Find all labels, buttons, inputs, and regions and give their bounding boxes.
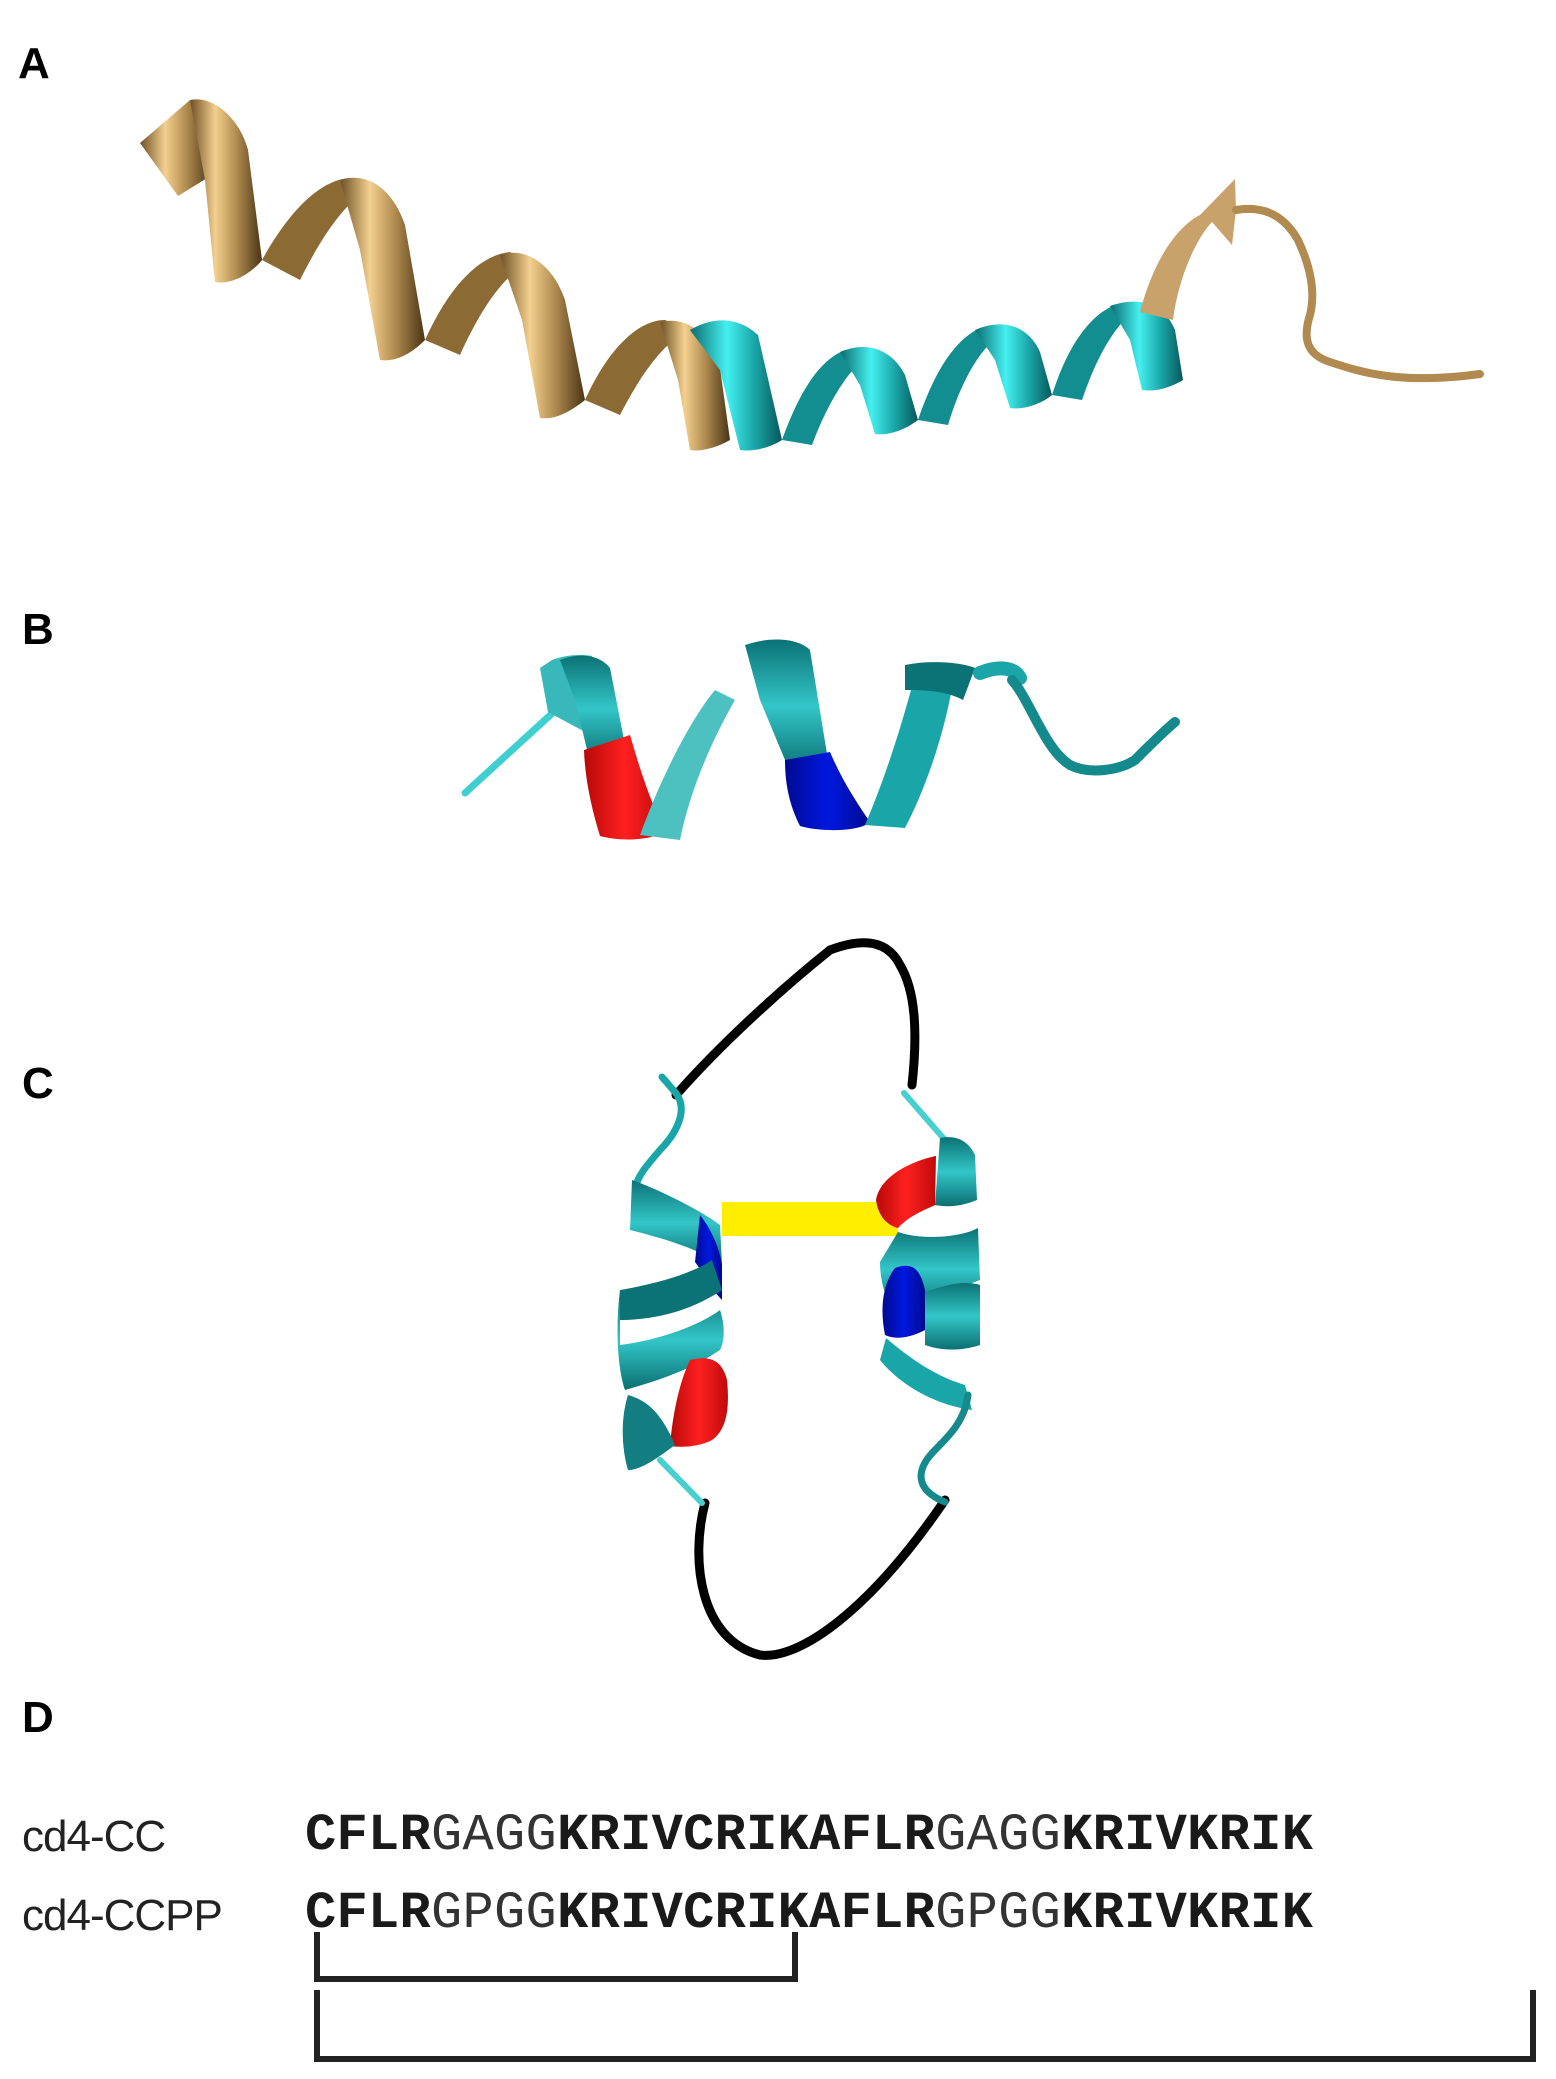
tan-helix-segment xyxy=(190,99,730,451)
panel-label-d: D xyxy=(22,1693,54,1742)
structure-artwork xyxy=(140,99,1484,1660)
disulfide-bar xyxy=(722,1202,898,1236)
seq-segment: GAGG xyxy=(431,1806,558,1865)
sequence-cd4-ccpp: CFLRGPGGKRIVCRIKAFLRGPGGKRIVKRIK xyxy=(305,1888,1313,1940)
seq-segment: KRIVKRIK xyxy=(1061,1884,1314,1943)
seq-segment: KRIVCRIKAFLR xyxy=(557,1806,936,1865)
panel-c-structure xyxy=(617,938,980,1660)
panel-label-c: C xyxy=(22,1059,54,1108)
seq-segment: GAGG xyxy=(935,1806,1062,1865)
sequence-name-cd4-ccpp: cd4-CCPP xyxy=(22,1891,223,1940)
top-loop xyxy=(671,938,920,1100)
tan-helix-start xyxy=(140,100,212,196)
right-helix xyxy=(876,1090,980,1506)
seq-segment: CFLR xyxy=(305,1806,432,1865)
seq-segment: GPGG xyxy=(935,1884,1062,1943)
seq-segment: GPGG xyxy=(431,1884,558,1943)
cyan-helix-segment xyxy=(690,301,1183,451)
seq-segment: KRIVCRIKAFLR xyxy=(557,1884,936,1943)
disulfide-bracket-short xyxy=(314,1932,798,1982)
sequence-name-cd4-cc: cd4-CC xyxy=(22,1812,166,1861)
seq-segment: KRIVKRIK xyxy=(1061,1806,1314,1865)
bottom-loop xyxy=(694,1495,950,1660)
panel-a-helix xyxy=(140,99,1484,451)
panel-label-a: A xyxy=(18,39,50,88)
sequence-cd4-cc: CFLRGAGGKRIVCRIKAFLRGAGGKRIVKRIK xyxy=(305,1810,1313,1862)
left-helix xyxy=(617,1073,728,1506)
tan-c-term xyxy=(1140,179,1484,383)
panel-b-helix xyxy=(461,639,1180,840)
panel-label-b: B xyxy=(22,605,54,654)
seq-segment: CFLR xyxy=(305,1884,432,1943)
cyclization-bracket-long xyxy=(314,1990,1536,2062)
